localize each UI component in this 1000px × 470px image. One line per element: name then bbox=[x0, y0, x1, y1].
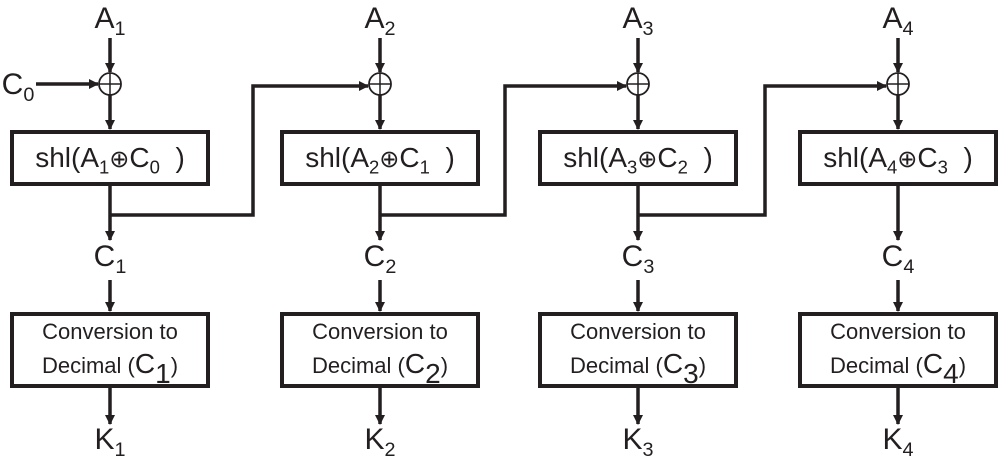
conversion-line2: Decimal (C3) bbox=[569, 348, 707, 389]
shift-left-box: shl(A2⊕C1 ) bbox=[280, 130, 480, 186]
carry-feedback-arrow bbox=[380, 81, 627, 217]
conversion-box: Conversion to Decimal (C2) bbox=[280, 312, 480, 388]
conversion-line1: Conversion to bbox=[312, 318, 448, 344]
conversion-line2: Decimal (C4) bbox=[829, 348, 967, 389]
conversion-box: Conversion to Decimal (C4) bbox=[798, 312, 998, 388]
carry-feedback-arrow bbox=[638, 81, 887, 217]
key-label: K1 bbox=[94, 423, 126, 461]
conversion-line1: Conversion to bbox=[570, 318, 706, 344]
input-label: A4 bbox=[882, 2, 914, 40]
carry-out-label: C2 bbox=[363, 240, 397, 278]
carry-out-label: C1 bbox=[93, 240, 127, 278]
conversion-line1: Conversion to bbox=[830, 318, 966, 344]
key-label: K2 bbox=[364, 423, 396, 461]
shift-left-expression: shl(A4⊕C3 ) bbox=[823, 142, 973, 178]
conversion-line2: Decimal (C2) bbox=[311, 348, 449, 389]
carry-feedback-arrow bbox=[110, 81, 369, 217]
carry-in-label: C0 bbox=[1, 68, 35, 106]
key-label: K3 bbox=[622, 423, 654, 461]
shift-left-box: shl(A4⊕C3 ) bbox=[798, 130, 998, 186]
carry-out-label: C4 bbox=[881, 240, 915, 278]
xor-icon bbox=[368, 72, 392, 96]
input-label: A2 bbox=[364, 2, 396, 40]
conversion-line1: Conversion to bbox=[42, 318, 178, 344]
shift-left-expression: shl(A3⊕C2 ) bbox=[563, 142, 713, 178]
shift-left-box: shl(A1⊕C0 ) bbox=[10, 130, 210, 186]
conversion-line2: Decimal (C1) bbox=[41, 348, 179, 389]
input-label: A3 bbox=[622, 2, 654, 40]
carry-out-label: C3 bbox=[621, 240, 655, 278]
conversion-box: Conversion to Decimal (C3) bbox=[538, 312, 738, 388]
xor-icon bbox=[626, 72, 650, 96]
input-label: A1 bbox=[94, 2, 126, 40]
conversion-box: Conversion to Decimal (C1) bbox=[10, 312, 210, 388]
shift-left-expression: shl(A1⊕C0 ) bbox=[35, 142, 185, 178]
xor-icon bbox=[886, 72, 910, 96]
xor-icon bbox=[98, 72, 122, 96]
shift-left-expression: shl(A2⊕C1 ) bbox=[305, 142, 455, 178]
shift-left-box: shl(A3⊕C2 ) bbox=[538, 130, 738, 186]
key-label: K4 bbox=[882, 423, 914, 461]
